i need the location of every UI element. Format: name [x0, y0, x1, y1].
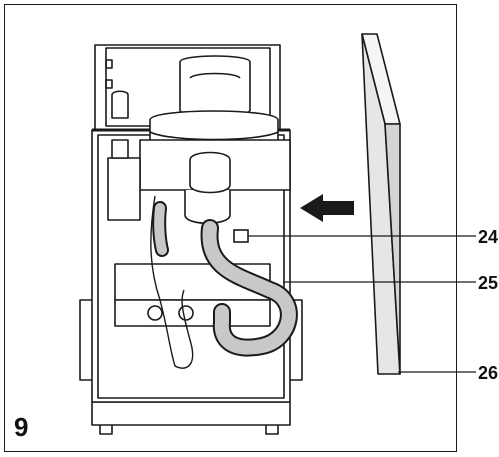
- drain-fitting: [233, 229, 249, 243]
- figure-frame: [4, 4, 457, 452]
- callout-24: 24: [478, 227, 499, 247]
- corrugated-hose: [200, 219, 298, 357]
- left-component: [107, 139, 141, 221]
- callout-26: 26: [478, 363, 499, 383]
- arrow-left-icon: [300, 194, 354, 222]
- side-panel: [361, 33, 401, 375]
- thin-tube: [150, 195, 194, 369]
- figure-number: 9: [14, 412, 29, 442]
- fan-assembly: [139, 55, 291, 224]
- base-plinth: [91, 401, 291, 435]
- callout-25: 25: [478, 273, 499, 293]
- left-hose: [152, 201, 169, 257]
